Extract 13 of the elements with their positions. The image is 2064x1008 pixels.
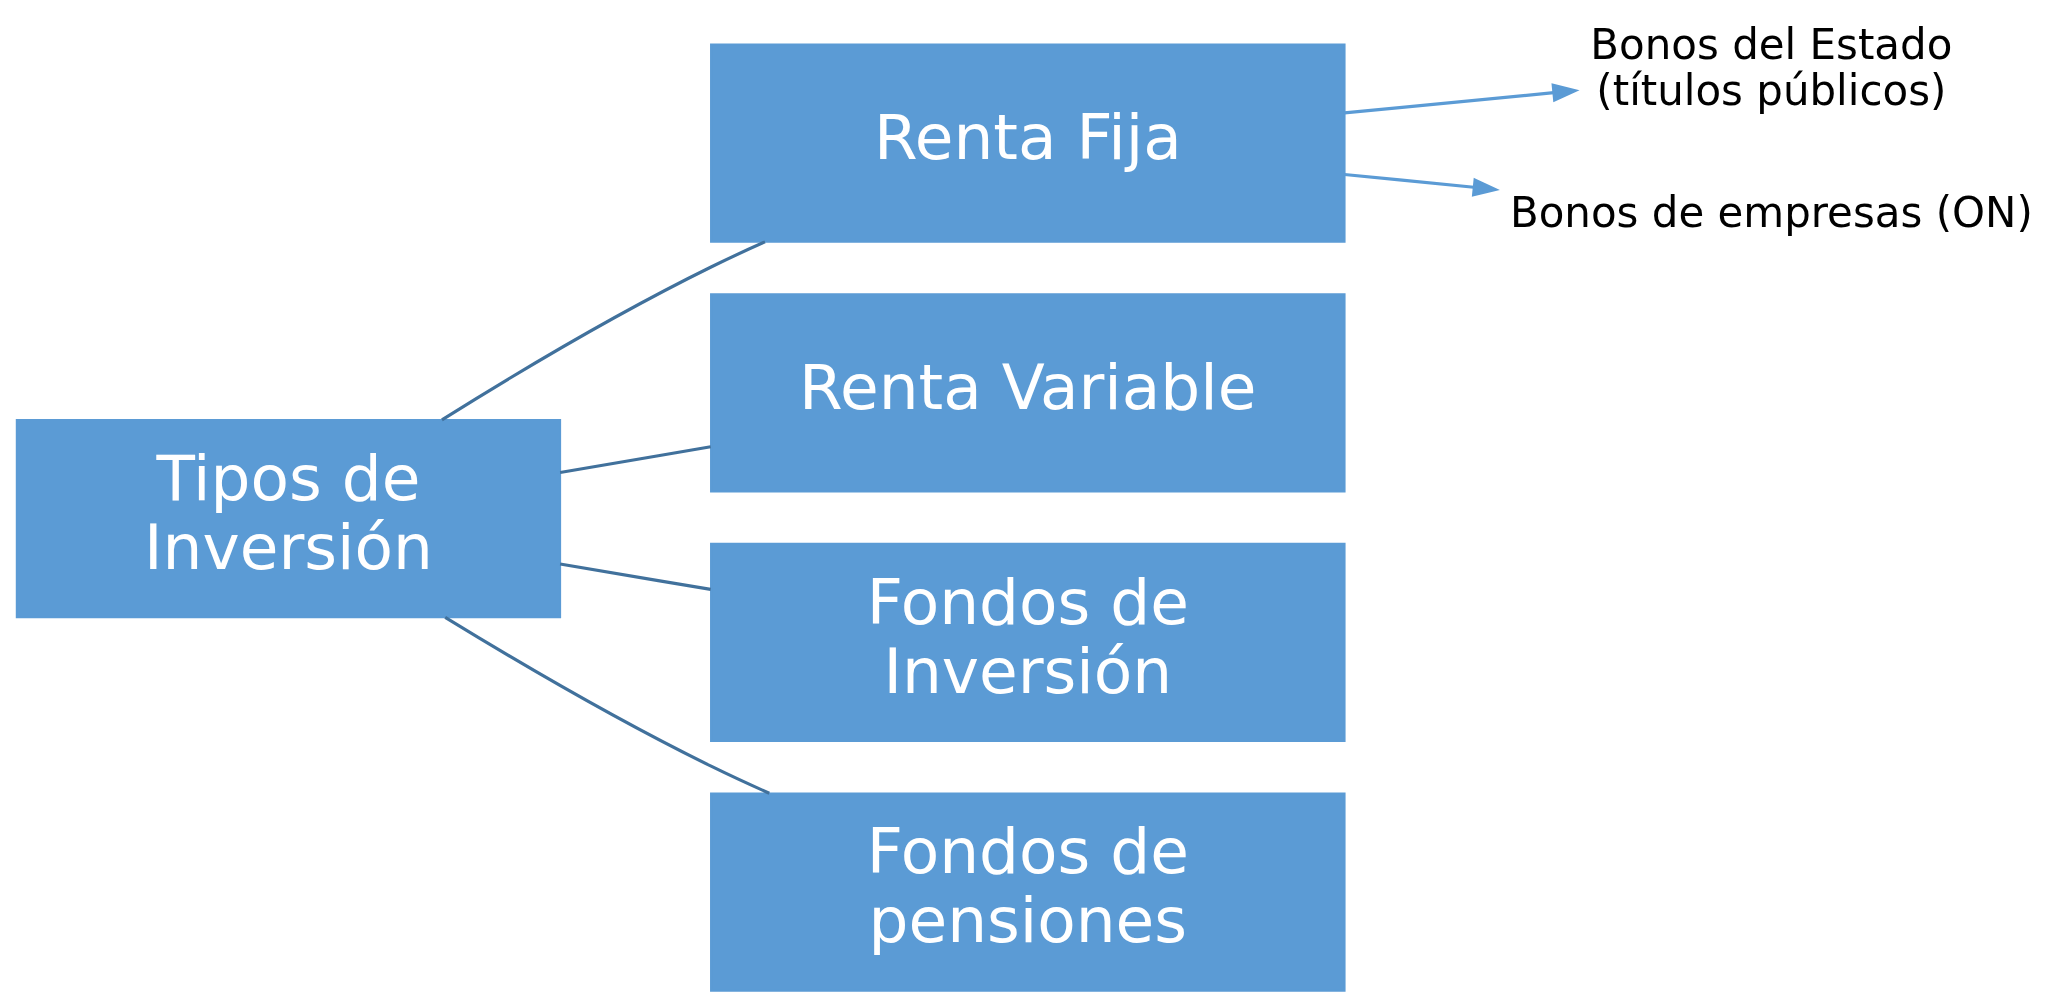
connector [441,240,766,422]
arrow [1344,83,1580,115]
node-box: Renta Variable [710,293,1346,493]
node-box: Renta Fija [710,43,1346,243]
node-text: Bonos de empresas (ON) [1509,188,2033,238]
arrow [1344,172,1500,197]
node-text: Bonos del Estado (títulos públicos) [1590,20,1953,116]
node-box: Tipos de Inversión [15,419,562,619]
connector [559,562,711,591]
node-box: Fondos de pensiones [710,792,1346,992]
connector [559,445,711,475]
connector [444,615,770,795]
node-box: Fondos de Inversión [710,542,1346,743]
